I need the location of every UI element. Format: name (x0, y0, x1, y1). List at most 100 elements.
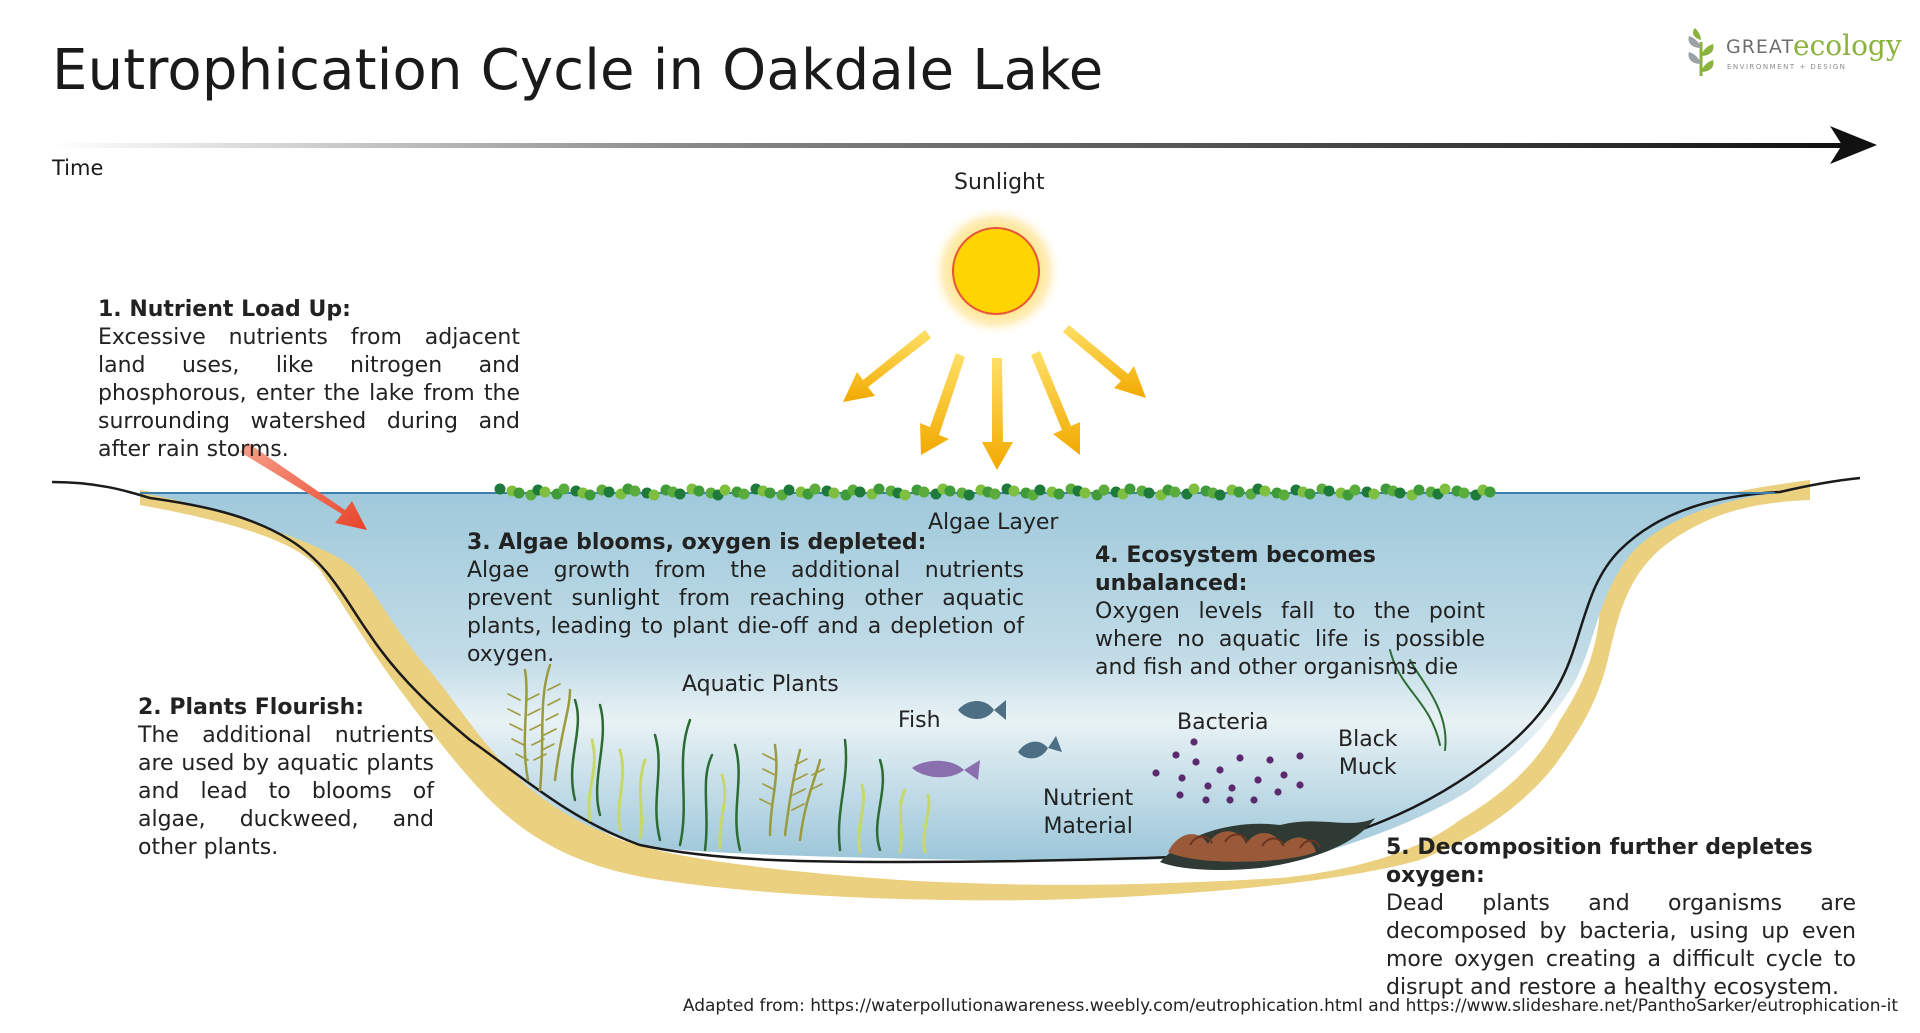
sun-icon (930, 205, 1062, 337)
step-2-heading: 2. Plants Flourish: (138, 695, 365, 720)
step-2-text: The additional nutrients are used by aqu… (138, 723, 434, 860)
fish-icon (912, 700, 1062, 780)
algae-bead (944, 485, 956, 497)
algae-bead (1259, 485, 1271, 497)
aquatic-plants (507, 649, 1447, 854)
algae-bead (1323, 485, 1335, 497)
algae-bead (1169, 486, 1181, 498)
algae-bead (1439, 483, 1451, 495)
sun-rays (843, 325, 1146, 470)
time-axis-label: Time (52, 156, 104, 180)
nutrient-material-label-line2: Material (1043, 814, 1133, 839)
black-muck-label-line1: Black (1338, 727, 1398, 752)
algae-bead (1278, 489, 1290, 501)
black-muck-label-line2: Muck (1338, 755, 1397, 780)
bacteria-dot (1152, 769, 1160, 777)
bacteria-dot (1228, 784, 1236, 792)
bacteria-label: Bacteria (1177, 710, 1269, 735)
bacteria-dot (1192, 758, 1200, 766)
bacteria-dot (1274, 788, 1282, 796)
algae-bead (584, 489, 596, 501)
algae-bead (963, 489, 975, 501)
algae-bead (648, 489, 660, 501)
algae-layer (494, 483, 1496, 501)
algae-bead (809, 483, 821, 495)
algae-bead (989, 488, 1001, 500)
algae-bead (558, 483, 570, 495)
sunlight-label: Sunlight (954, 170, 1045, 195)
algae-bead (1053, 488, 1065, 500)
aquatic-plants-label: Aquatic Plants (682, 672, 839, 697)
logo: GREAT ecology ENVIRONMENT + DESIGN (1683, 28, 1903, 78)
bacteria-dot (1204, 782, 1212, 790)
algae-bead (1394, 487, 1406, 499)
bacteria-dot (1236, 754, 1244, 762)
step-5-heading: 5. Decomposition further depletes oxygen… (1386, 835, 1813, 888)
algae-bead (1413, 484, 1425, 496)
bacteria-dot (1250, 796, 1258, 804)
step-1-text: Excessive nutrients from adjacent land u… (98, 325, 520, 462)
algae-bead (539, 486, 551, 498)
algae-bead (719, 484, 731, 496)
algae-bead (1458, 487, 1470, 499)
algae-bead (764, 487, 776, 499)
logo-leaf-icon (1688, 28, 1714, 76)
algae-bead (1188, 483, 1200, 495)
step-1-heading: 1. Nutrient Load Up: (98, 297, 351, 322)
shoreline (51, 476, 1861, 864)
nutrient-material-label: Nutrient Material (1043, 785, 1133, 841)
algae-bead (1143, 487, 1155, 499)
algae-bead (918, 486, 930, 498)
algae-bead (674, 488, 686, 500)
inflow-arrow-icon (240, 443, 367, 530)
logo-word-ecology: ecology (1793, 29, 1902, 62)
bacteria-dot (1202, 796, 1210, 804)
bacteria-dot (1254, 776, 1262, 784)
step-2: 2. Plants Flourish: The additional nutri… (138, 694, 434, 862)
bacteria-dot (1172, 751, 1180, 759)
bacteria-dot (1280, 771, 1288, 779)
algae-bead (1368, 488, 1380, 500)
algae-bead (1008, 485, 1020, 497)
algae-bead (603, 486, 615, 498)
bacteria-dot (1226, 796, 1234, 804)
step-5-text: Dead plants and organisms are decomposed… (1386, 891, 1856, 1000)
step-1: 1. Nutrient Load Up: Excessive nutrients… (98, 296, 520, 464)
algae-bead (1484, 486, 1496, 498)
algae-bead (899, 489, 911, 501)
bacteria-dot (1190, 738, 1198, 746)
algae-layer-label: Algae Layer (928, 510, 1059, 535)
algae-bead (738, 488, 750, 500)
bacteria-dots (1152, 738, 1304, 804)
bacteria-dot (1296, 781, 1304, 789)
page-title: Eutrophication Cycle in Oakdale Lake (52, 38, 1104, 103)
algae-bead (1349, 484, 1361, 496)
source-credit: Adapted from: https://waterpollutionawar… (682, 996, 1898, 1016)
step-3: 3. Algae blooms, oxygen is depleted: Alg… (467, 529, 1024, 669)
algae-bead (513, 487, 525, 499)
algae-bead (1124, 483, 1136, 495)
algae-bead (1233, 486, 1245, 498)
algae-bead (828, 487, 840, 499)
algae-bead (1034, 484, 1046, 496)
algae-bead (783, 484, 795, 496)
nutrient-material (1160, 818, 1375, 870)
bacteria-dot (1216, 766, 1224, 774)
time-arrow (52, 126, 1877, 164)
step-3-heading: 3. Algae blooms, oxygen is depleted: (467, 530, 927, 555)
algae-bead (854, 486, 866, 498)
step-4-heading: 4. Ecosystem becomes unbalanced: (1095, 543, 1376, 596)
logo-word-great: GREAT (1726, 36, 1795, 58)
step-3-text: Algae growth from the additional nutrien… (467, 558, 1024, 667)
step-4-text: Oxygen levels fall to the point where no… (1095, 599, 1485, 680)
algae-bead (1304, 488, 1316, 500)
black-muck-label: Black Muck (1338, 726, 1398, 782)
algae-bead (1079, 487, 1091, 499)
step-4: 4. Ecosystem becomes unbalanced: Oxygen … (1095, 542, 1485, 682)
lake-water (140, 493, 1775, 861)
algae-bead (873, 483, 885, 495)
algae-bead (693, 485, 705, 497)
bacteria-dot (1266, 756, 1274, 764)
step-5: 5. Decomposition further depletes oxygen… (1386, 834, 1856, 1002)
algae-bead (494, 483, 506, 495)
